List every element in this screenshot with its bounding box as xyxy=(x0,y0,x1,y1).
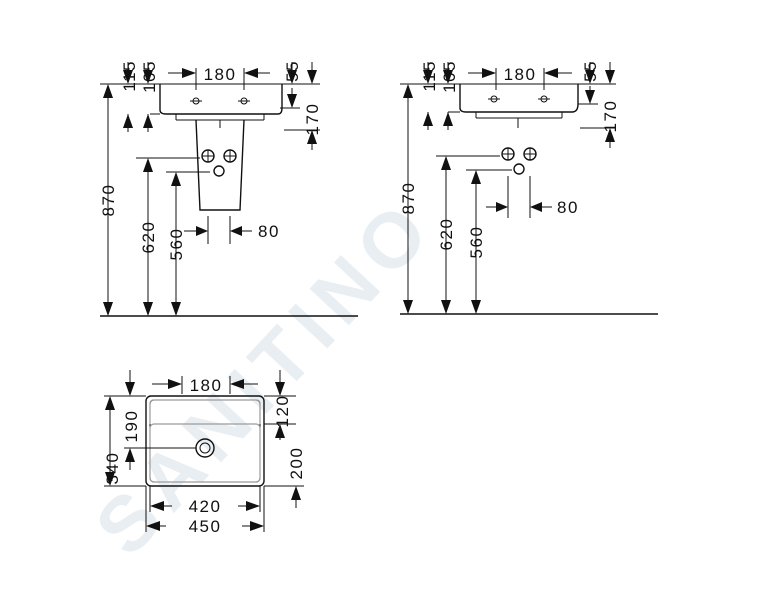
dim-105: 105 xyxy=(440,60,459,93)
side-view-wall: 115 105 180 55 170 870 620 560 80 xyxy=(399,60,658,315)
dim-340: 340 xyxy=(103,452,122,485)
dim-55: 55 xyxy=(581,60,600,82)
dim-560: 560 xyxy=(467,226,486,259)
dim-620: 620 xyxy=(139,221,158,254)
dim-180: 180 xyxy=(190,376,223,395)
top-view: 180 340 190 120 200 420 450 xyxy=(103,370,306,536)
dim-180: 180 xyxy=(504,65,537,84)
dim-870: 870 xyxy=(399,182,418,215)
dim-115: 115 xyxy=(420,60,439,92)
dim-170: 170 xyxy=(303,103,322,136)
pedestal xyxy=(195,119,245,211)
basin-outline xyxy=(459,84,579,113)
dim-200: 200 xyxy=(287,447,306,480)
dim-450: 450 xyxy=(189,517,222,536)
dim-620: 620 xyxy=(437,218,456,251)
basin-outer-rim xyxy=(145,395,265,487)
dim-420: 420 xyxy=(189,497,222,516)
basin-outline xyxy=(159,84,283,115)
dim-115: 115 xyxy=(120,60,139,92)
dim-55: 55 xyxy=(283,60,302,82)
dim-870: 870 xyxy=(99,184,118,217)
side-view-with-pedestal: 115 105 180 55 170 870 620 560 80 xyxy=(99,60,358,317)
dim-560: 560 xyxy=(167,228,186,261)
basin-bowl xyxy=(149,423,261,483)
dim-180: 180 xyxy=(204,65,237,84)
dim-80: 80 xyxy=(258,222,280,241)
dim-80: 80 xyxy=(557,198,579,217)
dim-105: 105 xyxy=(140,60,159,93)
dim-120: 120 xyxy=(273,395,292,428)
dim-190: 190 xyxy=(122,410,141,443)
dim-170: 170 xyxy=(601,100,620,133)
